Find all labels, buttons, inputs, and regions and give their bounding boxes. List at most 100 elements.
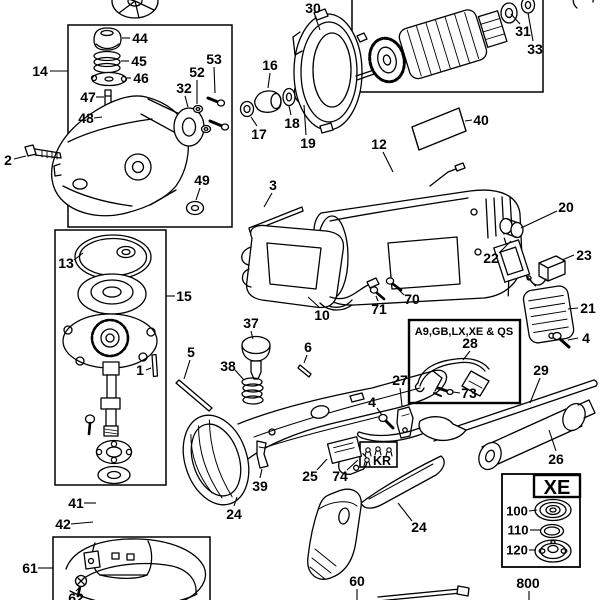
leader-line-24-45 — [233, 496, 238, 507]
part-label-100: 100 — [506, 504, 528, 519]
part-label-27: 27 — [392, 372, 408, 388]
armature-art — [355, 0, 594, 84]
spring-38-art — [241, 377, 264, 405]
part-label-53: 53 — [206, 51, 222, 67]
leader-line-25-43 — [316, 458, 328, 471]
spindle-group-box — [54, 229, 167, 486]
part-label-33: 33 — [527, 41, 543, 57]
part-label-19: 19 — [300, 135, 316, 151]
leader-line-18-13 — [288, 105, 292, 116]
nameplate-40-art — [411, 107, 467, 151]
part-label-71: 71 — [371, 301, 387, 317]
brush-cover-21-art — [522, 285, 575, 344]
leader-line-10-23 — [307, 296, 320, 308]
leader-line-2-1 — [13, 155, 27, 160]
clamp-disc-13-art — [74, 234, 152, 280]
part-label-20: 20 — [558, 199, 574, 215]
fan-disc-art — [111, 0, 159, 19]
part-label-61: 61 — [22, 560, 38, 576]
bearing-plate-art — [62, 313, 158, 369]
leader-line-70-25 — [396, 287, 405, 296]
lever-39-art — [256, 440, 269, 469]
lock-knob-37-art — [241, 335, 271, 380]
xe-badge: XE — [544, 477, 571, 499]
part-label-24: 24 — [411, 519, 427, 535]
leader-line-73-38 — [452, 391, 461, 394]
bearing-31-art — [500, 2, 518, 24]
leader-line-21-29 — [567, 307, 579, 310]
screw-70-art — [385, 277, 403, 292]
grommet-49-art — [185, 200, 205, 216]
part-label-28: 28 — [462, 335, 478, 351]
washer-18-art — [282, 87, 296, 107]
part-label-37: 37 — [243, 315, 259, 331]
leader-line-22-27 — [498, 240, 512, 254]
part-label-40: 40 — [473, 112, 489, 128]
leader-line-74-42 — [346, 459, 359, 471]
snap-ring-art — [572, 0, 594, 9]
part-label-47: 47 — [80, 89, 96, 105]
housing-24-lower-art — [307, 455, 445, 580]
part-label-14: 14 — [32, 63, 48, 79]
leader-line-71-24 — [375, 295, 379, 302]
gearcase-group-box — [67, 24, 233, 228]
leader-line-1-34 — [145, 367, 152, 371]
part-label-49: 49 — [194, 172, 210, 188]
guard-group-box — [52, 536, 211, 600]
leader-line-32-9 — [184, 95, 189, 108]
screw-4-right-art — [552, 331, 571, 349]
part-label-23: 23 — [576, 247, 592, 263]
part-label-29: 29 — [533, 362, 549, 378]
part-label-24: 24 — [226, 506, 242, 522]
part-label-800: 800 — [516, 575, 540, 591]
bearing-32-art — [173, 107, 205, 147]
rod-3-art — [248, 206, 304, 233]
leader-line-39-44 — [259, 468, 263, 479]
part-label-6: 6 — [304, 339, 312, 355]
leader-line-5-33 — [183, 359, 191, 380]
part-label-39: 39 — [252, 478, 268, 494]
part-label-4: 4 — [368, 394, 376, 410]
part-label-1: 1 — [136, 362, 144, 378]
leader-line-27-36 — [399, 387, 403, 407]
part-label-110: 110 — [508, 523, 529, 538]
leader-line-38-32 — [234, 369, 245, 381]
xe-flange-120-art — [534, 539, 572, 563]
part-label-13: 13 — [58, 255, 74, 271]
part-label-62: 62 — [68, 590, 84, 600]
part-label-22: 22 — [483, 250, 499, 266]
part-label-48: 48 — [78, 110, 94, 126]
part-label-74: 74 — [332, 468, 348, 484]
part-label-52: 52 — [189, 64, 205, 80]
screw-4-center-art — [378, 413, 395, 430]
brush-cap-20-art — [499, 217, 524, 239]
pin-1-art — [151, 353, 159, 378]
leader-line-20-26 — [520, 210, 558, 229]
washer-art — [97, 465, 131, 485]
leader-line-31-16 — [510, 13, 521, 25]
bushing-16-art — [253, 90, 282, 113]
field-coil-10-art — [241, 224, 380, 311]
part-labels-layer: 1424445464748535232491617181930313331240… — [4, 0, 596, 600]
part-label-21: 21 — [580, 300, 596, 316]
part-label-25: 25 — [302, 468, 318, 484]
spring-45-art — [93, 50, 121, 74]
leader-line-12-19 — [382, 151, 394, 173]
leader-line-28-37 — [462, 350, 471, 361]
leader-line-26-41 — [548, 429, 557, 452]
cord-art — [377, 585, 470, 600]
xe-badge-box — [532, 473, 582, 499]
pin-6-art — [297, 364, 312, 378]
carbon-brush-23-art — [526, 255, 566, 286]
leader-line-30-15 — [314, 15, 321, 31]
parts-artwork — [24, 0, 598, 600]
leader-line-42-48 — [70, 521, 94, 525]
xe-ring-110-art — [539, 523, 565, 539]
kr-badge: KR — [373, 454, 391, 468]
flange-30-art — [292, 8, 368, 134]
part-label-12: 12 — [371, 136, 387, 152]
leader-line-17-12 — [250, 116, 258, 127]
cap-44-art — [93, 27, 122, 51]
leader-line-40-20 — [464, 119, 473, 122]
